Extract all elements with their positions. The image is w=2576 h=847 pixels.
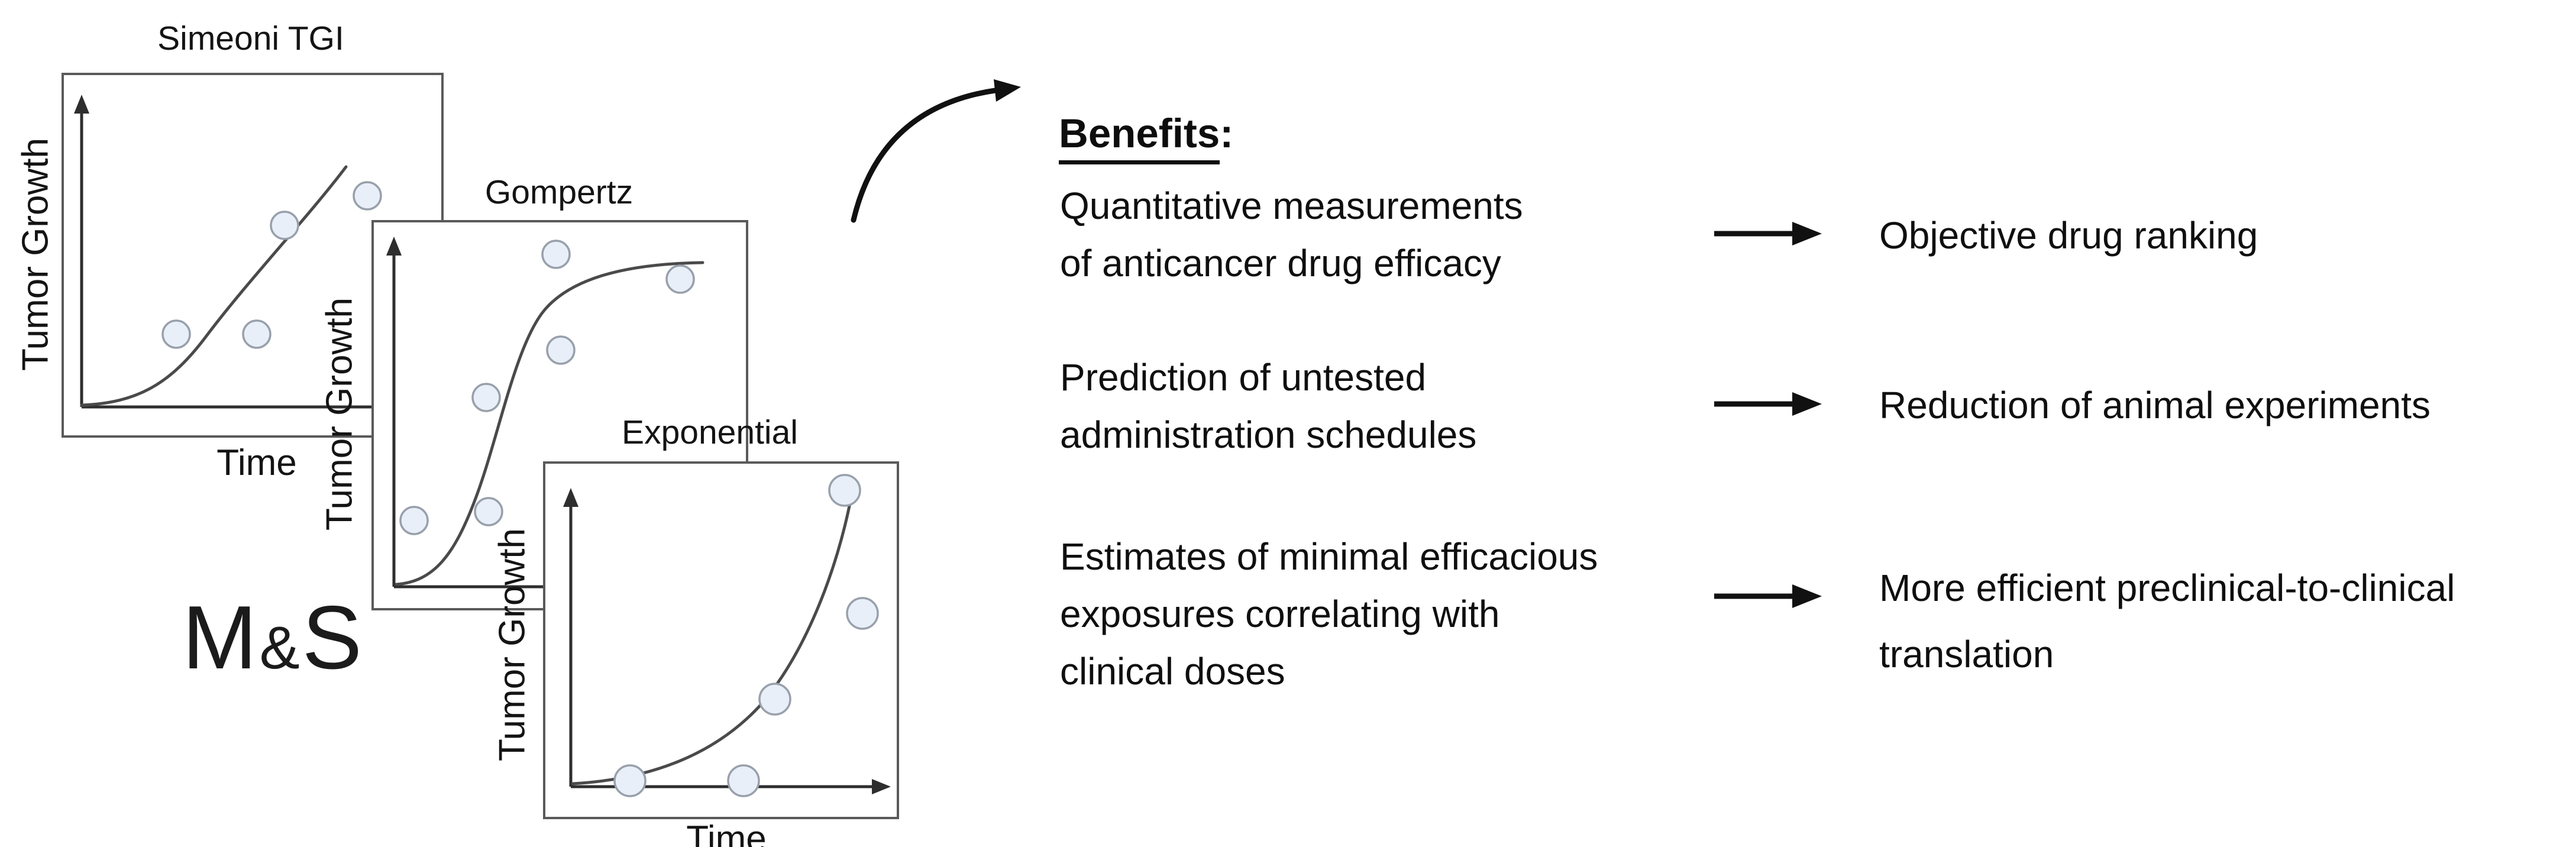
x-axis-label-exponential: Time [686, 819, 767, 847]
benefit-line: exposures correlating with [1060, 593, 1500, 635]
curved-arrow [851, 79, 1021, 223]
benefit-item-3: Estimates of minimal efficacious exposur… [1060, 528, 1598, 700]
ms-label: M&S [182, 593, 364, 693]
benefit-item-1: Quantitative measurements of anticancer … [1060, 177, 1523, 292]
y-axis-label-exponential: Tumor Growth [492, 528, 533, 761]
benefit-line: Quantitative measurements [1060, 185, 1523, 227]
exponential-plot [543, 461, 899, 819]
ms-s: S [302, 587, 365, 688]
benefit-line: administration schedules [1060, 413, 1477, 456]
ms-m: M [182, 587, 260, 688]
benefit-item-2: Prediction of untested administration sc… [1060, 349, 1476, 464]
ms-ampersand: & [259, 614, 302, 681]
benefit-line: of anticancer drug efficacy [1060, 242, 1501, 285]
x-axis-label-simeoni: Time [216, 442, 297, 483]
outcome-item-1: Objective drug ranking [1879, 207, 2258, 264]
outcome-line: More efficient preclinical-to-clinical [1879, 567, 2455, 609]
benefit-line: Prediction of untested [1060, 356, 1427, 399]
outcome-line: Reduction of animal experiments [1879, 384, 2431, 426]
arrow-benefit-1 [1714, 222, 1822, 245]
plot-title-exponential: Exponential [622, 413, 798, 451]
outcome-item-2: Reduction of animal experiments [1879, 377, 2430, 434]
plot-title-simeoni: Simeoni TGI [157, 20, 344, 57]
benefits-heading-colon: : [1220, 111, 1234, 156]
outcome-line: translation [1879, 633, 2054, 675]
benefit-line: clinical doses [1060, 650, 1285, 693]
arrow-benefit-3 [1714, 584, 1822, 608]
benefits-heading-text: Benefits [1059, 110, 1220, 164]
benefits-heading: Benefits: [1059, 110, 1233, 164]
plot-title-gompertz: Gompertz [484, 173, 634, 211]
outcome-line: Objective drug ranking [1879, 214, 2258, 257]
y-axis-label-gompertz: Tumor Growth [319, 298, 360, 531]
y-axis-label-simeoni: Tumor Growth [15, 138, 56, 371]
outcome-item-3: More efficient preclinical-to-clinical t… [1879, 555, 2455, 687]
arrow-benefit-2 [1714, 392, 1822, 416]
benefit-line: Estimates of minimal efficacious [1060, 535, 1598, 578]
